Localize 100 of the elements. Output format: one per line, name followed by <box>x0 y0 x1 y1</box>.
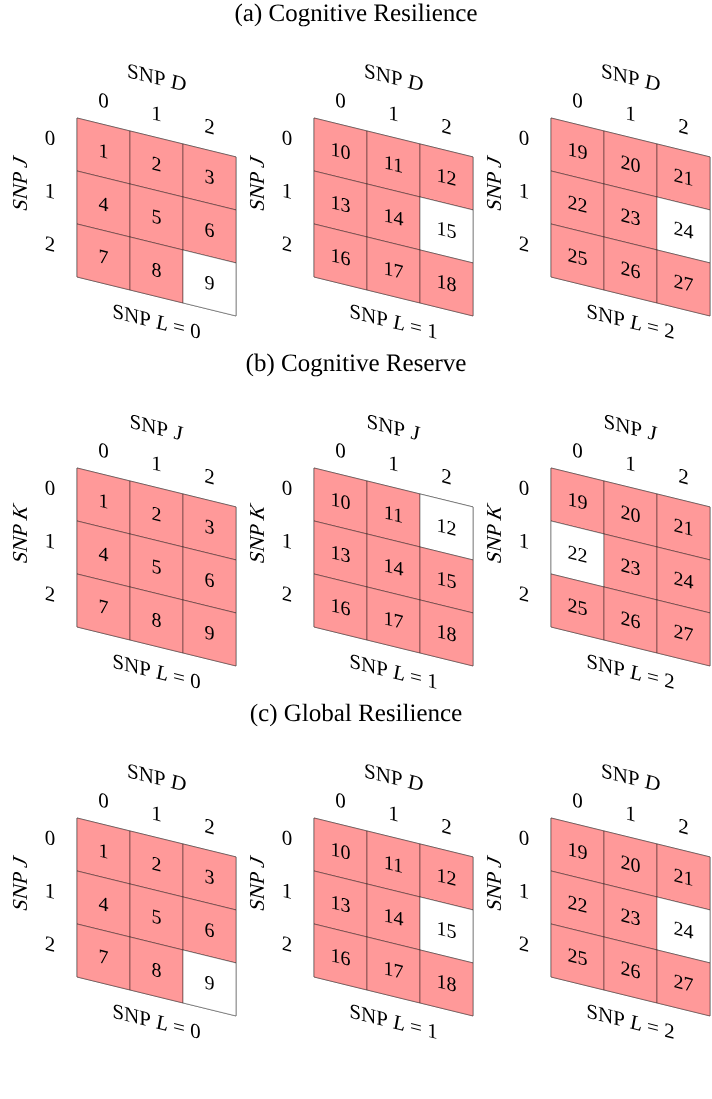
grid-cell: 24 <box>656 196 711 264</box>
grid-cell: 27 <box>656 949 711 1017</box>
grid-cell: 3 <box>182 493 237 561</box>
axis-label: SNP J <box>604 415 658 440</box>
node-label: 21 <box>674 518 693 536</box>
grid-cell: 21 <box>656 143 711 211</box>
grid-cell: 22 <box>550 870 605 938</box>
grid-cell: 15 <box>419 896 474 964</box>
grid-cell: 7 <box>76 923 131 991</box>
grid-cell: 19 <box>550 117 605 185</box>
axis-label: SNP J <box>249 854 265 911</box>
index-label: 0 <box>282 830 292 846</box>
axis-label: SNP D <box>365 764 423 790</box>
index-label: 0 <box>99 443 108 458</box>
grid-cell: 27 <box>656 249 711 317</box>
section-title: (a) Cognitive Resilience <box>235 3 477 27</box>
axis-label: SNP J <box>12 154 28 211</box>
index-label: 1 <box>627 106 635 122</box>
grid-cell: 7 <box>76 223 131 291</box>
index-label: 0 <box>282 130 292 146</box>
grid-cell: 21 <box>656 843 711 911</box>
grid-cell: 10 <box>313 817 368 885</box>
index-label: 2 <box>442 469 451 485</box>
grid-cell: 19 <box>550 467 605 535</box>
grid-cell: 25 <box>550 223 605 291</box>
grid-cell: 25 <box>550 573 605 641</box>
index-label: 1 <box>46 534 54 549</box>
grid-cell: 14 <box>366 183 421 251</box>
index-label: 1 <box>153 456 161 472</box>
index-label: 1 <box>153 806 161 822</box>
index-label: 2 <box>519 586 529 602</box>
grid-cell: 3 <box>182 143 237 211</box>
index-label: 2 <box>679 119 688 135</box>
index-label: 1 <box>390 806 398 822</box>
index-label: 2 <box>519 236 529 252</box>
index-label: 0 <box>519 480 529 496</box>
grid-cell: 8 <box>129 236 184 304</box>
grid-cell: 13 <box>313 520 368 588</box>
grid-cell: 8 <box>129 586 184 654</box>
grid-cell: 17 <box>366 586 421 654</box>
index-label: 1 <box>283 884 291 899</box>
index-label: 2 <box>45 586 55 602</box>
grid-cell: 13 <box>313 170 368 238</box>
grid-cell: 9 <box>182 949 237 1017</box>
index-label: 1 <box>153 106 161 122</box>
grid-cell: 25 <box>550 923 605 991</box>
index-label: 0 <box>573 93 582 108</box>
index-label: 0 <box>336 93 345 108</box>
index-label: 0 <box>99 93 108 108</box>
grid-cell: 23 <box>603 883 658 951</box>
grid-cell: 24 <box>656 896 711 964</box>
grid-cell: 4 <box>76 520 131 588</box>
grid-cell: 4 <box>76 870 131 938</box>
index-label: 1 <box>520 184 528 199</box>
grid-cell: 2 <box>129 830 184 898</box>
grid-cell: 11 <box>366 480 421 548</box>
axis-label: SNP J <box>486 854 502 911</box>
index-label: 2 <box>679 469 688 485</box>
grid-cell: 10 <box>313 467 368 535</box>
grid-cell: 17 <box>366 236 421 304</box>
index-label: 0 <box>519 130 529 146</box>
grid-cell: 14 <box>366 883 421 951</box>
index-label: 0 <box>573 793 582 808</box>
axis-label: SNP D <box>365 64 423 90</box>
axis-label: SNP J <box>12 854 28 911</box>
grid-cell: 7 <box>76 573 131 641</box>
grid-cell: 2 <box>129 480 184 548</box>
index-label: 2 <box>519 936 529 952</box>
grid-cell: 5 <box>129 883 184 951</box>
index-label: 1 <box>390 106 398 122</box>
grid-cell: 18 <box>419 249 474 317</box>
index-label: 1 <box>390 456 398 472</box>
index-label: 2 <box>282 586 292 602</box>
grid-cell: 11 <box>366 130 421 198</box>
grid-cell: 9 <box>182 599 237 667</box>
grid-cell: 19 <box>550 817 605 885</box>
axis-label: SNPK <box>249 502 265 563</box>
grid-cell: 18 <box>419 599 474 667</box>
index-label: 0 <box>45 480 55 496</box>
index-label: 2 <box>205 469 214 485</box>
index-label: 2 <box>442 119 451 135</box>
grid-cell: 1 <box>76 467 131 535</box>
section-title: (c) Global Resilience <box>250 703 462 727</box>
axis-label: SNPK <box>12 502 28 563</box>
index-label: 0 <box>336 443 345 458</box>
grid-cell: 15 <box>419 196 474 264</box>
grid-cell: 23 <box>603 533 658 601</box>
grid-cell: 12 <box>419 143 474 211</box>
index-label: 1 <box>283 184 291 199</box>
index-label: 2 <box>45 236 55 252</box>
node-label: 24 <box>674 571 694 589</box>
grid-cell: 20 <box>603 130 658 198</box>
index-label: 2 <box>45 936 55 952</box>
index-label: 1 <box>46 884 54 899</box>
grid-cell: 6 <box>182 546 237 614</box>
grid-cell: 9 <box>182 249 237 317</box>
grid-cell: 26 <box>603 236 658 304</box>
index-label: 0 <box>45 130 55 146</box>
grid-cell: 17 <box>366 936 421 1004</box>
axis-label: SNP J <box>130 415 184 440</box>
